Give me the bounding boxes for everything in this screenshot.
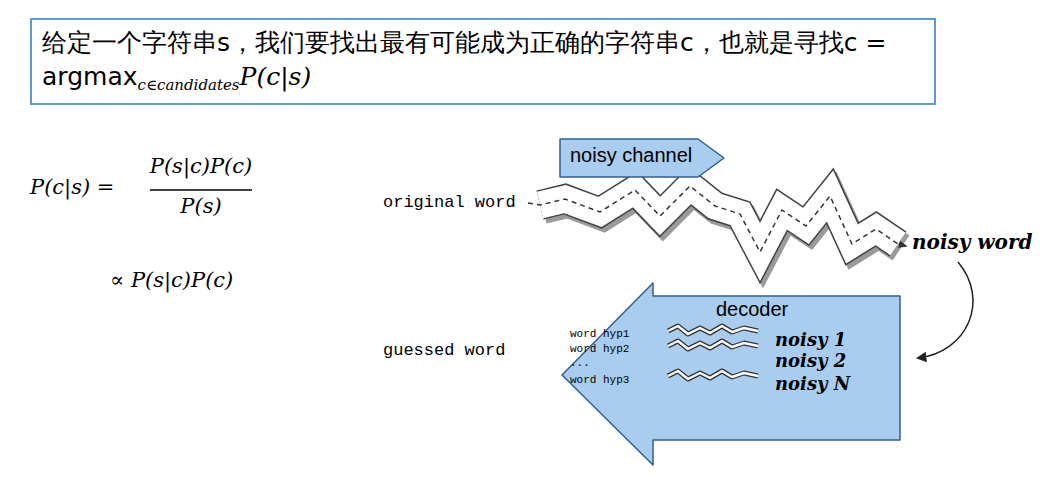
noise-squiggle (668, 326, 758, 334)
decoder-label: decoder (716, 299, 788, 319)
formula-numerator: P(s|c)P(c) (150, 156, 252, 177)
word-label: noisy word (912, 232, 1032, 252)
word-label: original word (383, 194, 516, 211)
noise-squiggle (668, 341, 758, 349)
noise-squiggle-fill (668, 341, 758, 349)
channel-arrow-body (560, 139, 724, 177)
feedback-arrow (918, 262, 973, 358)
noise-squiggle (668, 371, 758, 379)
problem-box: 给定一个字符串s，我们要找出最有可能成为正确的字符串c，也就是寻找c = arg… (30, 18, 936, 105)
formula-proportional: ∝ P(s|c)P(c) (110, 270, 233, 291)
subscript: c∈candidates (138, 76, 240, 94)
decoder-arrow-body (562, 283, 900, 465)
ellipsis: ... (570, 358, 590, 369)
noisy-label: noisy 2 (775, 352, 846, 370)
band-fill (540, 186, 898, 252)
word-label: guessed word (383, 342, 505, 359)
decoder-arrow: decoder word hyp1 word hyp2... word hyp3 noi… (558, 278, 908, 468)
channel-label: noisy channel (570, 145, 692, 165)
hypothesis-label: word hyp3 (570, 375, 629, 386)
channel-arrow: noisy channel (558, 135, 726, 181)
band-outline (540, 186, 898, 252)
problem-statement: P(c|s) (240, 62, 312, 91)
channel-band (528, 186, 906, 256)
noisy-label: noisy N (775, 375, 850, 393)
formula-lhs: P(c|s) = (30, 177, 114, 198)
hypothesis-label: word hyp1 (570, 329, 629, 340)
formula-denominator: P(s) (180, 196, 221, 217)
noisy-label: noisy 1 (775, 331, 846, 349)
noise-squiggle-fill (668, 326, 758, 334)
dashed-path (528, 186, 906, 252)
hypothesis-label: word hyp2 (570, 344, 629, 355)
problem-text: 给定一个字符串s，我们要找出最有可能成为正确的字符串c，也就是寻找c = arg… (42, 26, 924, 95)
noise-squiggle-fill (668, 371, 758, 379)
fraction-bar (150, 189, 252, 191)
